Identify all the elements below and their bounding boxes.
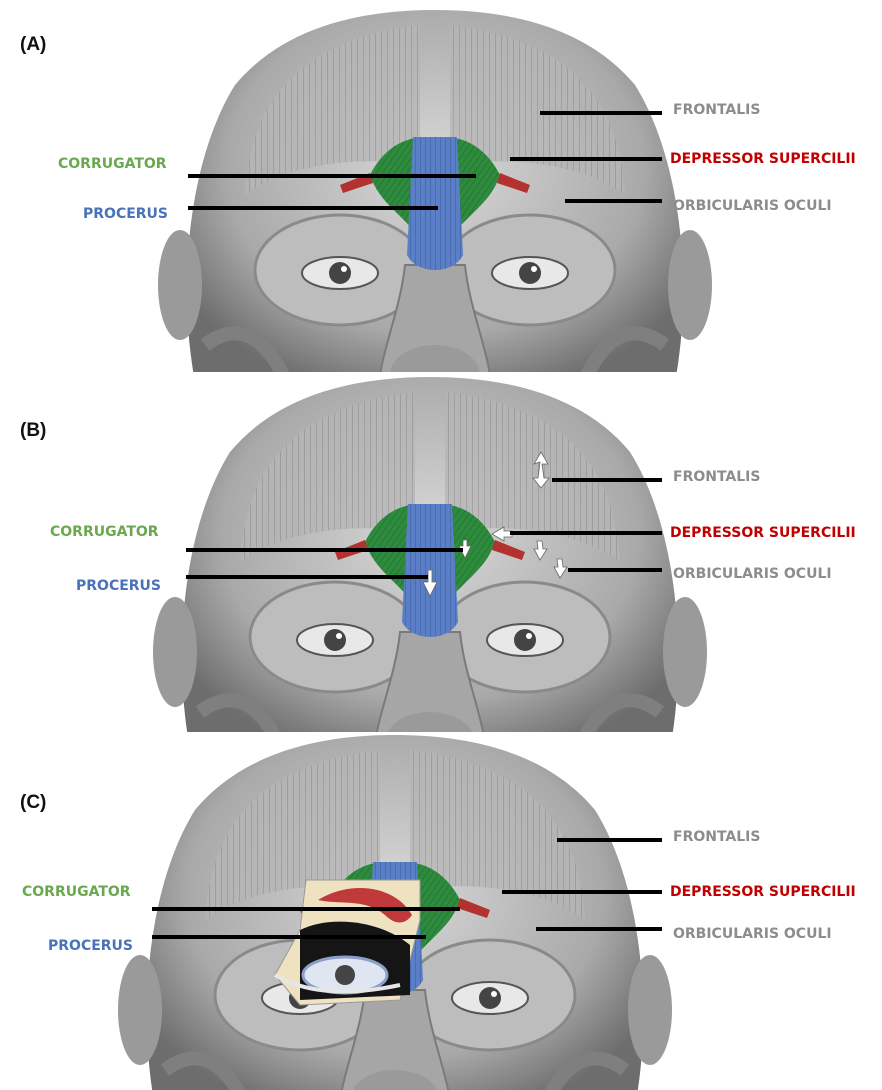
label-orbicularis-a: ORBICULARIS OCULI — [673, 198, 832, 214]
label-depressor-b: DEPRESSOR SUPERCILII — [670, 525, 856, 541]
label-frontalis-b: FRONTALIS — [673, 469, 760, 485]
panel-label-a: (A) — [20, 34, 46, 55]
panel-c — [118, 735, 672, 1090]
label-corrugator-b: CORRUGATOR — [50, 524, 159, 540]
label-frontalis-a: FRONTALIS — [673, 102, 760, 118]
label-procerus-a: PROCERUS — [83, 206, 168, 222]
label-orbicularis-c: ORBICULARIS OCULI — [673, 926, 832, 942]
label-procerus-c: PROCERUS — [48, 938, 133, 954]
label-corrugator-a: CORRUGATOR — [58, 156, 167, 172]
label-depressor-c: DEPRESSOR SUPERCILII — [670, 884, 856, 900]
label-depressor-a: DEPRESSOR SUPERCILII — [670, 151, 856, 167]
label-procerus-b: PROCERUS — [76, 578, 161, 594]
label-corrugator-c: CORRUGATOR — [22, 884, 131, 900]
panel-b — [153, 377, 707, 772]
panel-label-b: (B) — [20, 420, 46, 441]
label-frontalis-c: FRONTALIS — [673, 829, 760, 845]
label-orbicularis-b: ORBICULARIS OCULI — [673, 566, 832, 582]
panel-label-c: (C) — [20, 792, 46, 813]
